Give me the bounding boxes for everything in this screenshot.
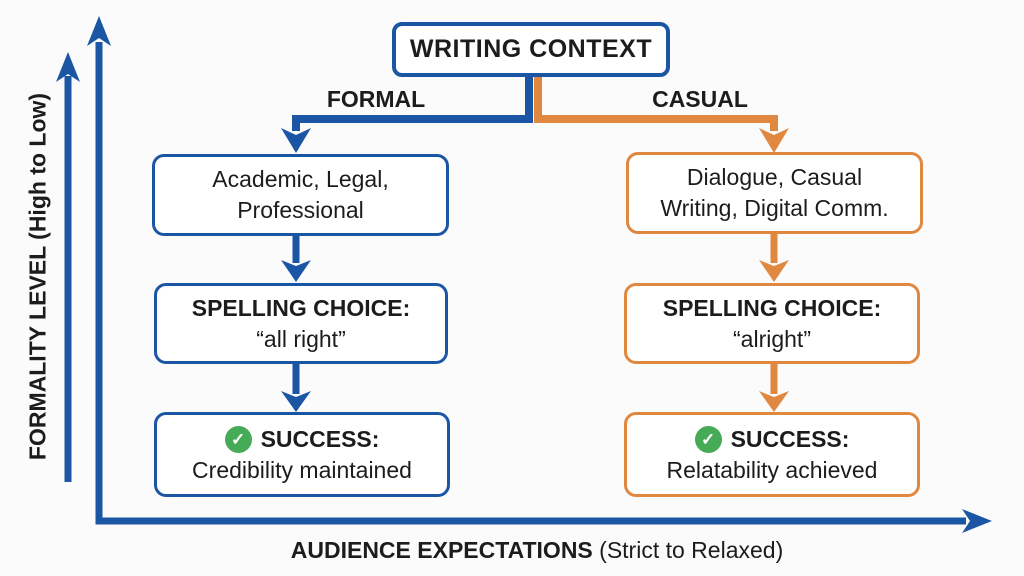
formal-context-line2: Professional: [237, 197, 364, 223]
formal-success-box: ✓ SUCCESS: Credibility maintained: [154, 412, 450, 497]
casual-context-box: Dialogue, Casual Writing, Digital Comm.: [626, 152, 923, 234]
x-axis-label-rest: (Strict to Relaxed): [592, 537, 784, 563]
casual-arrow-context-to-choice-head-icon: [759, 260, 789, 282]
casual-success-box: ✓ SUCCESS: Relatability achieved: [624, 412, 920, 497]
casual-context-line2: Writing, Digital Comm.: [660, 195, 889, 221]
check-icon: ✓: [224, 425, 252, 453]
formal-context-line1: Academic, Legal,: [212, 166, 389, 192]
axis-frame-line: [95, 42, 966, 525]
formal-success-title-row: ✓ SUCCESS:: [224, 424, 380, 455]
formal-branch-arrowhead-icon: [281, 128, 311, 153]
casual-context-line1: Dialogue, Casual: [686, 164, 863, 190]
casual-branch-arrowhead-icon: [759, 128, 789, 153]
formal-choice-title: SPELLING CHOICE:: [191, 294, 411, 321]
formal-success-title: SUCCESS:: [260, 425, 380, 452]
casual-choice-value: “alright”: [733, 325, 811, 352]
casual-branch-label: CASUAL: [652, 86, 748, 112]
formal-branch-label: FORMAL: [326, 86, 426, 112]
formal-choice-box: SPELLING CHOICE: “all right”: [154, 283, 448, 364]
writing-context-box: WRITING CONTEXT: [392, 22, 670, 77]
formal-branch-line: [292, 77, 533, 131]
casual-success-title-row: ✓ SUCCESS:: [694, 424, 850, 455]
casual-success-desc: Relatability achieved: [666, 456, 878, 483]
formal-arrow-context-to-choice-head-icon: [281, 260, 311, 282]
casual-choice-title: SPELLING CHOICE:: [662, 294, 882, 321]
x-axis-label-bold: AUDIENCE EXPECTATIONS: [290, 537, 593, 563]
x-axis-arrowhead-icon: [962, 509, 992, 533]
casual-arrow-choice-to-success-head-icon: [759, 391, 789, 412]
formal-choice-value: “all right”: [256, 325, 346, 352]
y-axis-inner-arrowhead-icon: [56, 52, 80, 82]
y-axis-arrowhead-icon: [87, 16, 111, 46]
casual-success-title: SUCCESS:: [730, 425, 850, 452]
casual-choice-box: SPELLING CHOICE: “alright”: [624, 283, 920, 364]
formal-arrow-choice-to-success-head-icon: [281, 391, 311, 412]
check-icon: ✓: [694, 425, 722, 453]
casual-branch-line: [534, 77, 778, 131]
formal-context-box: Academic, Legal, Professional: [152, 154, 449, 236]
x-axis-label: AUDIENCE EXPECTATIONS (Strict to Relaxed…: [237, 537, 837, 564]
y-axis-label: FORMALITY LEVEL (High to Low): [24, 92, 51, 461]
formal-success-desc: Credibility maintained: [192, 456, 412, 483]
writing-context-label: WRITING CONTEXT: [409, 35, 653, 63]
